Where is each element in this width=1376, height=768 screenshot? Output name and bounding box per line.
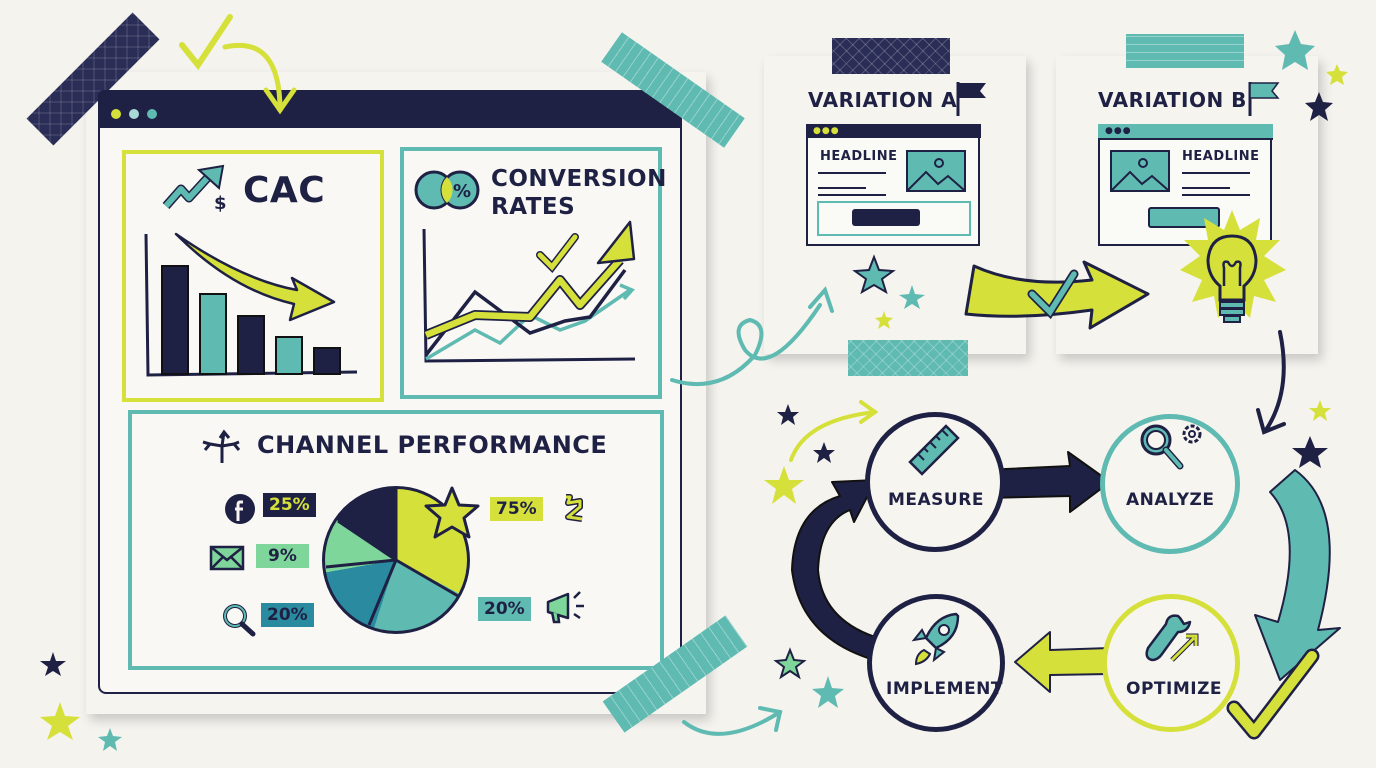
- cycle-arrows: [791, 451, 1341, 693]
- tape-teal-middle: [848, 340, 968, 376]
- cac-title: CAC: [243, 170, 326, 211]
- cycle-step-analyze-label: ANALYZE: [1126, 490, 1215, 510]
- variation-a-title: VARIATION A: [808, 88, 958, 112]
- variation-b-text-line3: [1182, 187, 1230, 189]
- conversion-line-chart: [422, 220, 636, 363]
- variation-a-text-line3: [818, 187, 866, 189]
- channel-panel: [128, 410, 664, 670]
- image-placeholder-icon: [906, 150, 966, 192]
- cac-bar-chart: [144, 232, 358, 377]
- conversion-title-line1: CONVERSION: [491, 166, 667, 192]
- rocket-icon: [911, 612, 960, 666]
- flag-navy-icon: [956, 82, 986, 116]
- email-icon: [209, 545, 245, 571]
- cycle-step-implement[interactable]: [867, 594, 1005, 732]
- pie-dividers: [325, 489, 459, 626]
- tape-teal-wavy: [1126, 34, 1244, 68]
- variation-a-dots: ●●●: [813, 126, 840, 136]
- stars-cluster-icon: [852, 254, 925, 329]
- cycle-step-measure-label: MEASURE: [888, 490, 984, 510]
- analyze-magnifier-gear-icon: [1140, 424, 1202, 470]
- search-icon: [223, 604, 256, 637]
- cac-panel: [122, 150, 384, 402]
- image-placeholder-icon: [1110, 150, 1170, 192]
- down-arrow-icon: [1256, 330, 1286, 435]
- conversion-title-line2: RATES: [491, 194, 576, 220]
- flag-teal-icon: [1248, 82, 1280, 116]
- variation-b-dots: ●●●: [1105, 126, 1132, 136]
- star-decoration-icon: [773, 647, 844, 708]
- channel-title: CHANNEL PERFORMANCE: [257, 431, 608, 459]
- variation-b-headline: HEADLINE: [1182, 149, 1260, 164]
- star-decoration-icon: [1292, 400, 1331, 468]
- megaphone-icon: [546, 591, 584, 624]
- lightbulb-icon: [1180, 210, 1286, 323]
- variation-b-titlebar: [1098, 124, 1273, 140]
- teal-arc-arrow-icon: [682, 706, 783, 736]
- window-dot-1[interactable]: [111, 109, 121, 119]
- winner-arrow-icon: [964, 260, 1150, 330]
- split-arrows-icon: [202, 429, 241, 463]
- variation-b-text-lines: [1182, 172, 1250, 196]
- svg-text:%: %: [453, 181, 471, 202]
- percent-venn-icon: %: [414, 170, 480, 210]
- referral-icon: [565, 494, 583, 522]
- loop-arrow-icon: [670, 286, 834, 387]
- ruler-icon: [908, 424, 960, 476]
- variation-b-cta-button[interactable]: [1148, 207, 1220, 228]
- search-value: 20%: [261, 603, 314, 627]
- variation-a-text-lines: [818, 172, 886, 196]
- variation-b-title: VARIATION B: [1098, 88, 1247, 112]
- check-doodle-icon: [179, 14, 297, 115]
- facebook-value: 25%: [263, 493, 316, 517]
- variation-a-cta-button[interactable]: [852, 209, 920, 226]
- checkmark-icon: [1226, 648, 1320, 740]
- star-decoration-icon: [1275, 30, 1348, 121]
- email-value: 9%: [256, 544, 309, 568]
- variation-a-cta-frame: [817, 201, 971, 236]
- tape-navy-small: [832, 38, 950, 74]
- cycle-step-optimize-label: OPTIMIZE: [1126, 679, 1223, 699]
- currency-symbol: $: [214, 193, 228, 214]
- cycle-step-implement-label: IMPLEMENT: [886, 679, 1004, 699]
- window-dot-3[interactable]: [147, 109, 157, 119]
- wrench-icon: [1145, 614, 1199, 662]
- window-dot-2[interactable]: [129, 109, 139, 119]
- window-titlebar: [98, 90, 680, 128]
- megaphone-value: 20%: [478, 597, 531, 621]
- conversion-panel: [400, 147, 662, 399]
- variation-a-titlebar: [806, 124, 981, 138]
- variation-a-headline: HEADLINE: [820, 149, 898, 164]
- referral-value: 75%: [490, 497, 543, 521]
- trend-up-icon: [162, 164, 225, 209]
- star-icon: [424, 486, 480, 539]
- star-decoration-icon: [764, 404, 835, 504]
- star-decoration-icon: [40, 652, 122, 751]
- facebook-icon: [225, 494, 255, 524]
- lime-arc-arrow-icon: [789, 400, 879, 462]
